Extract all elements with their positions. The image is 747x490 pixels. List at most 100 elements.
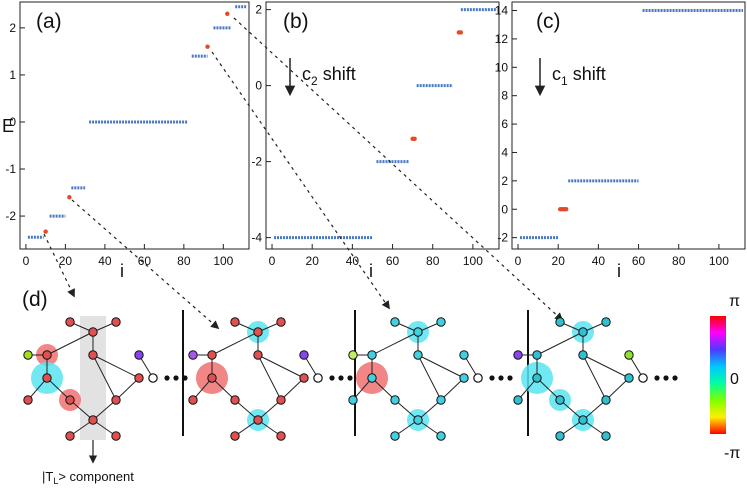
lattice-site [601, 431, 611, 441]
y-tick-label: -2 [251, 155, 262, 169]
lattice-site [88, 350, 98, 360]
lattice-site [88, 327, 98, 337]
lattice-site [513, 350, 523, 360]
colorbar-bottom-label: -π [724, 445, 740, 462]
lattice-site [578, 327, 588, 337]
x-tick-label: 100 [709, 254, 729, 268]
lattice-site-end [638, 373, 648, 383]
panel-label-c: (c) [536, 10, 561, 33]
x-axis-label-a: i [120, 261, 124, 281]
lattice-site [532, 373, 542, 383]
lattice-site-end [473, 373, 483, 383]
continuation-dot [173, 375, 179, 381]
colorbar-mid-label: 0 [730, 371, 739, 388]
x-tick-label: 60 [138, 254, 152, 268]
lattice-site [555, 317, 565, 327]
lattice-site [413, 327, 423, 337]
lattice-bond [417, 399, 442, 421]
lattice-1 [23, 317, 188, 441]
lattice-bond [115, 377, 140, 401]
lattice-site [436, 317, 446, 327]
y-tick-label: 8 [501, 89, 508, 103]
lattice-site [111, 317, 121, 327]
x-tick-label: 80 [426, 254, 440, 268]
y-tick-label: -2 [5, 209, 16, 223]
plot-frame-c [511, 1, 746, 250]
lattice-site [624, 350, 634, 360]
lattice-site [276, 395, 286, 405]
x-tick-label: 60 [386, 254, 400, 268]
lattice-site-end [148, 373, 158, 383]
lattice-site [390, 395, 400, 405]
lattice-bond [417, 354, 465, 379]
lattice-bond [46, 377, 71, 401]
y-axis-label-a: E [2, 116, 14, 136]
lattice-site [348, 350, 358, 360]
lattice-site [555, 395, 565, 405]
edge-state-point [205, 44, 210, 49]
lattice-site [436, 395, 446, 405]
lattice-bond [440, 377, 465, 401]
edge-state-point [412, 136, 417, 141]
lattice-site [299, 373, 309, 383]
lattice-4 [513, 317, 678, 441]
edge-state-point [225, 11, 230, 16]
lattice-bond [352, 377, 373, 401]
data-marks-b [274, 8, 497, 240]
lattice-site [390, 317, 400, 327]
edge-state-point [43, 229, 48, 234]
edge-state-point [67, 195, 72, 200]
lattice-site [23, 395, 33, 405]
lattice-2 [188, 317, 353, 441]
lattice-site [188, 395, 198, 405]
lattice-site [413, 350, 423, 360]
lattice-site [65, 317, 75, 327]
lattice-site [65, 431, 75, 441]
x-tick-label: 40 [592, 254, 606, 268]
panel-label-d: (d) [22, 288, 48, 311]
lattice-site [348, 395, 358, 405]
lattice-bond [517, 377, 538, 401]
y-tick-label: 10 [495, 60, 509, 74]
lattice-bond [46, 331, 94, 356]
lattice-site [111, 395, 121, 405]
lattice-bond [371, 377, 396, 401]
connector-a-mid [71, 199, 220, 330]
lattice-site-end [313, 373, 323, 383]
lattice-site [253, 415, 263, 425]
lattice-site [436, 431, 446, 441]
continuation-dot [489, 375, 495, 381]
y-tick-label: 6 [501, 117, 508, 131]
lattice-site [42, 373, 52, 383]
lattice-bond [69, 399, 94, 421]
x-tick-label: 20 [59, 254, 73, 268]
lattice-site [367, 350, 377, 360]
y-tick-label: 14 [495, 4, 509, 18]
lattice-bond [559, 399, 584, 421]
x-tick-label: 80 [672, 254, 686, 268]
continuation-dot [329, 375, 335, 381]
lattice-site [578, 415, 588, 425]
plot-frame-b [265, 1, 500, 250]
y-tick-label: 0 [255, 79, 262, 93]
lattice-site [532, 350, 542, 360]
lattice-site [601, 395, 611, 405]
lattice-bond [257, 399, 282, 421]
y-tick-label: 2 [255, 3, 262, 17]
lattice-bond [257, 354, 305, 379]
lattice-bond [582, 354, 630, 379]
y-tick-label: 12 [495, 32, 509, 46]
x-axis-label-c: i [617, 261, 621, 281]
y-tick-label: 4 [501, 145, 508, 159]
y-tick-label: -1 [5, 162, 16, 176]
lattice-site [65, 395, 75, 405]
lattice-site [276, 431, 286, 441]
colorbar-top-label: π [729, 293, 740, 310]
lattice-site [230, 395, 240, 405]
x-tick-label: 20 [306, 254, 320, 268]
lattice-bond [371, 331, 419, 356]
lattice-site [276, 317, 286, 327]
x-tick-label: 100 [213, 254, 233, 268]
